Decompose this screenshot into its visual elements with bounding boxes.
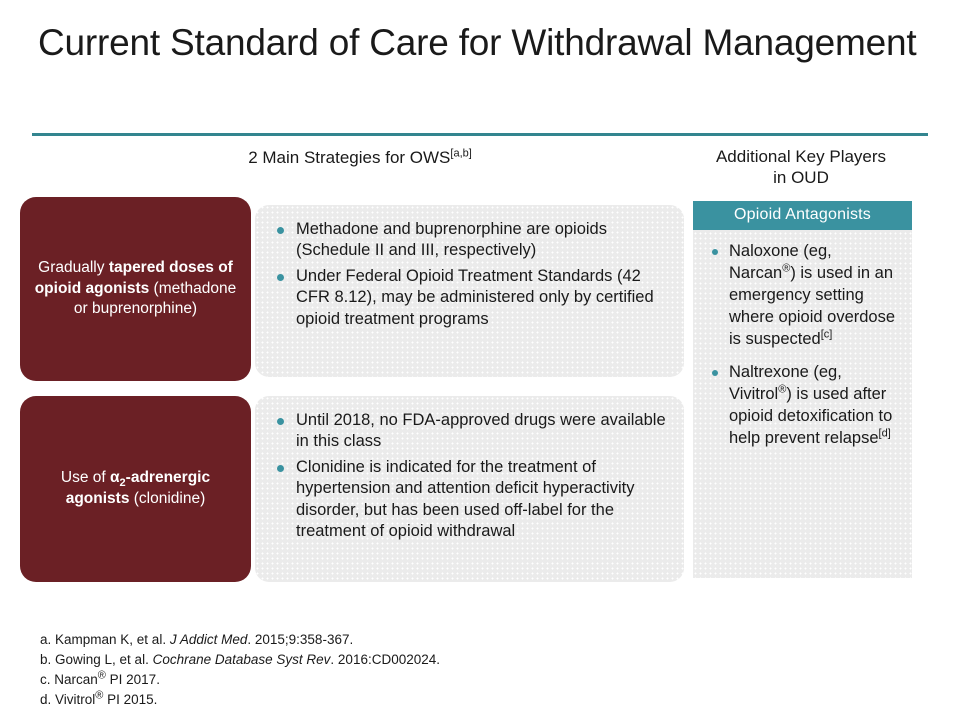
footnote-a-journal: J Addict Med xyxy=(169,632,248,647)
strategy-1-label-pre: Gradually xyxy=(38,258,109,276)
right-column-header-line1: Additional Key Players xyxy=(715,147,887,166)
list-item: Under Federal Opioid Treatment Standards… xyxy=(269,266,666,330)
strategy-1-label-bold: tapered doses of opioid agonists xyxy=(34,258,233,297)
left-column-header-text: 2 Main Strategies for OWS xyxy=(248,148,451,167)
strategy-2-label-pre: Use of xyxy=(60,469,111,487)
list-item: Naloxone (eg, Narcan®) is used in an eme… xyxy=(699,241,902,351)
footnote-b-marker: b. xyxy=(40,651,56,667)
page-title: Current Standard of Care for Withdrawal … xyxy=(38,22,917,63)
left-column-header: 2 Main Strategies for OWS[a,b] xyxy=(60,148,660,169)
right-column-header-line2: in OUD xyxy=(773,167,829,187)
strategy-2-label-subscript: 2 xyxy=(119,477,126,490)
strategy-card-alpha2-adrenergic-agonists: Use of α2-adrenergic agonists (clonidine… xyxy=(20,396,251,582)
opioid-antagonists-header: Opioid Antagonists xyxy=(693,201,912,230)
footnote-c-post: PI 2017. xyxy=(105,671,160,687)
strategy-card-opioid-agonists: Gradually tapered doses of opioid agonis… xyxy=(20,197,251,381)
list-item: Until 2018, no FDA-approved drugs were a… xyxy=(269,410,666,453)
list-item: Methadone and buprenorphine are opioids … xyxy=(269,219,666,262)
list-item: Naltrexone (eg, Vivitrol®) is used after… xyxy=(699,362,902,450)
list-item: Clonidine is indicated for the treatment… xyxy=(269,457,666,543)
strategy-2-label-post: (clonidine) xyxy=(129,490,206,507)
registered-trademark-icon: ® xyxy=(778,383,787,396)
strategy-2-label-bold: -adrenergic agonists xyxy=(65,469,211,507)
registered-trademark-icon: ® xyxy=(782,262,791,275)
antagonist-1-text-post: ) is used in an emergency setting where … xyxy=(729,263,896,348)
footnote-b-journal: Cochrane Database Syst Rev xyxy=(152,651,331,667)
opioid-antagonists-bullet-list: Naloxone (eg, Narcan®) is used in an eme… xyxy=(693,230,912,449)
title-divider xyxy=(32,133,928,136)
strategy-1-label-post: (methadone or buprenorphine) xyxy=(73,279,237,318)
registered-trademark-icon: ® xyxy=(95,689,104,702)
strategy-1-detail-panel: Methadone and buprenorphine are opioids … xyxy=(255,205,684,377)
footnote-a-marker: a. xyxy=(40,632,56,647)
antagonist-1-citation: [c] xyxy=(820,328,833,341)
left-column-header-citation: [a,b] xyxy=(450,147,472,160)
footnote-d-post: PI 2015. xyxy=(103,691,158,707)
footnote-d: d. Vivitrol® PI 2015. xyxy=(40,690,900,710)
footnote-d-pre: Vivitrol xyxy=(55,691,96,707)
footnote-list: a. Kampman K, et al. J Addict Med. 2015;… xyxy=(40,630,900,710)
footnote-b-pre: Gowing L, et al. xyxy=(55,651,153,667)
strategy-2-detail-panel: Until 2018, no FDA-approved drugs were a… xyxy=(255,396,684,582)
footnote-c-pre: Narcan xyxy=(54,671,98,687)
footnote-c-marker: c. xyxy=(40,671,55,687)
footnote-c: c. Narcan® PI 2017. xyxy=(40,670,900,690)
antagonist-2-text-pre: Naltrexone (eg, Vivitrol xyxy=(729,362,842,403)
strategy-1-bullet-list: Methadone and buprenorphine are opioids … xyxy=(269,219,666,330)
strategy-2-label-alpha: α xyxy=(110,469,120,487)
footnote-a-pre: Kampman K, et al. xyxy=(55,632,170,647)
opioid-antagonists-panel: Opioid Antagonists Naloxone (eg, Narcan®… xyxy=(693,201,912,578)
strategy-2-bullet-list: Until 2018, no FDA-approved drugs were a… xyxy=(269,410,666,543)
footnote-a-post: . 2015;9:358-367. xyxy=(247,632,354,647)
right-column-header: Additional Key Players in OUD xyxy=(672,147,930,188)
footnote-a: a. Kampman K, et al. J Addict Med. 2015;… xyxy=(40,630,900,650)
antagonist-2-citation: [d] xyxy=(878,427,891,439)
footnote-b-post: . 2016:CD002024. xyxy=(330,651,441,667)
footnote-d-marker: d. xyxy=(40,691,56,707)
footnote-b: b. Gowing L, et al. Cochrane Database Sy… xyxy=(40,650,900,670)
registered-trademark-icon: ® xyxy=(97,669,106,682)
antagonist-2-text-post: ) is used after opioid detoxification to… xyxy=(729,384,893,447)
antagonist-1-text-pre: Naloxone (eg, Narcan xyxy=(729,242,832,282)
